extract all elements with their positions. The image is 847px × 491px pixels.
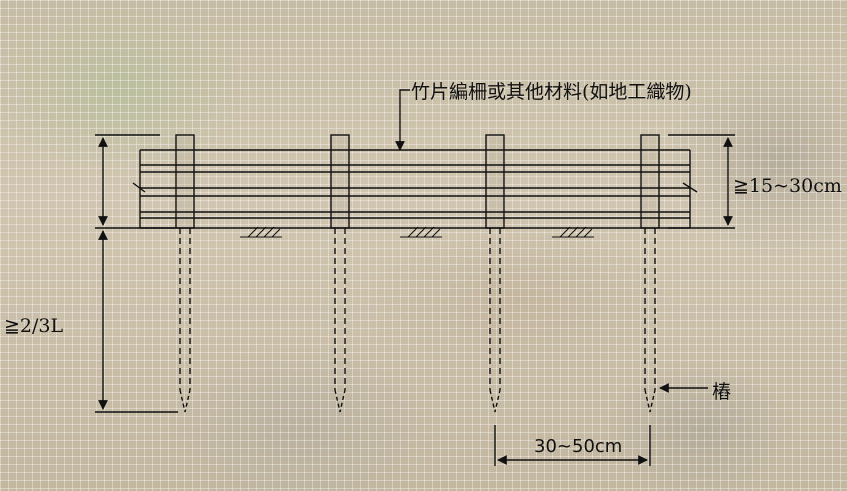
woven-boards	[132, 149, 698, 229]
stake-label: 樁	[712, 381, 732, 403]
stake-4	[640, 134, 660, 413]
material-leader	[395, 89, 410, 151]
stake-2	[330, 134, 350, 413]
stake-3	[485, 134, 505, 413]
material-label: 竹片編柵或其他材料(如地工織物)	[411, 81, 692, 103]
spacing-dimension	[494, 425, 651, 466]
stake-1	[175, 134, 195, 413]
height-dimension	[668, 134, 735, 229]
spacing-label: 30~50cm	[534, 436, 623, 457]
ground-hatch	[240, 226, 594, 238]
height-label: ≧15~30cm	[733, 175, 842, 197]
depth-dimension	[95, 134, 178, 413]
depth-label: ≧2/3L	[4, 315, 64, 337]
